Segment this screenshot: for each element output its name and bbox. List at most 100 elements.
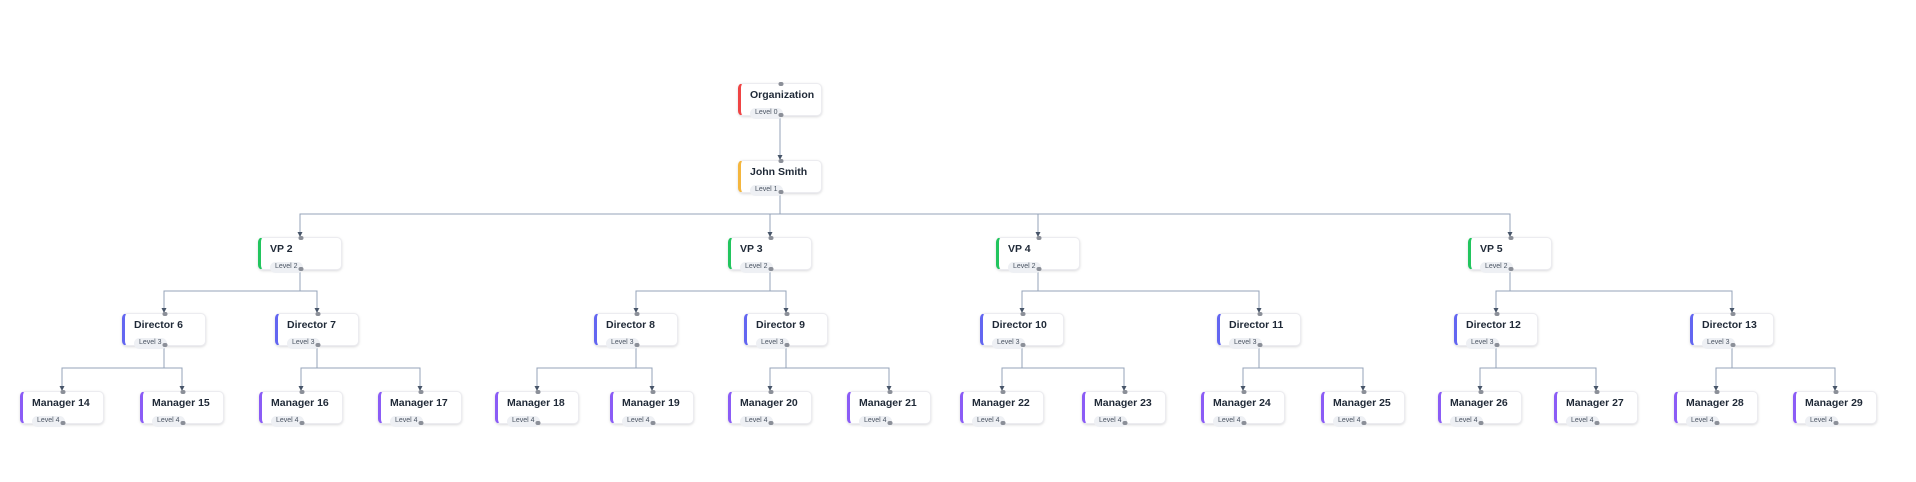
connection-handle-top-icon[interactable] bbox=[1494, 312, 1500, 316]
org-node-manager-24[interactable]: Manager 24 Level 4 bbox=[1201, 390, 1285, 428]
org-node-director-6[interactable]: Director 6 Level 3 bbox=[122, 312, 206, 350]
edge-11-24 bbox=[1242, 346, 1260, 387]
connection-handle-bottom-icon[interactable] bbox=[1241, 421, 1247, 425]
connection-handle-bottom-icon[interactable] bbox=[784, 343, 790, 347]
org-node-manager-20[interactable]: Manager 20 Level 4 bbox=[728, 390, 812, 428]
connection-handle-top-icon[interactable] bbox=[768, 390, 774, 394]
connection-handle-top-icon[interactable] bbox=[418, 390, 424, 394]
level-badge: Level 3 bbox=[1466, 338, 1499, 350]
connection-handle-top-icon[interactable] bbox=[1020, 312, 1026, 316]
connection-handle-top-icon[interactable] bbox=[1122, 390, 1128, 394]
edge-arrowhead-icon bbox=[767, 386, 773, 391]
connection-handle-bottom-icon[interactable] bbox=[634, 343, 640, 347]
connection-handle-top-icon[interactable] bbox=[60, 390, 66, 394]
org-node-director-10[interactable]: Director 10 Level 3 bbox=[980, 312, 1064, 350]
edge-12-27 bbox=[1495, 346, 1597, 387]
connection-handle-bottom-icon[interactable] bbox=[299, 421, 305, 425]
connection-handle-bottom-icon[interactable] bbox=[768, 267, 774, 271]
org-node-director-11[interactable]: Director 11 Level 3 bbox=[1217, 312, 1301, 350]
connection-handle-bottom-icon[interactable] bbox=[315, 343, 321, 347]
connection-handle-top-icon[interactable] bbox=[1241, 390, 1247, 394]
connection-handle-top-icon[interactable] bbox=[768, 236, 774, 240]
connection-handle-top-icon[interactable] bbox=[535, 390, 541, 394]
connection-handle-top-icon[interactable] bbox=[778, 159, 784, 163]
connection-handle-bottom-icon[interactable] bbox=[535, 421, 541, 425]
org-node-manager-27[interactable]: Manager 27 Level 4 bbox=[1554, 390, 1638, 428]
connection-handle-bottom-icon[interactable] bbox=[778, 113, 784, 117]
connection-handle-top-icon[interactable] bbox=[162, 312, 168, 316]
connection-handle-bottom-icon[interactable] bbox=[298, 267, 304, 271]
org-node-director-7[interactable]: Director 7 Level 3 bbox=[275, 312, 359, 350]
org-node-manager-21[interactable]: Manager 21 Level 4 bbox=[847, 390, 931, 428]
connection-handle-bottom-icon[interactable] bbox=[1257, 343, 1263, 347]
org-node-manager-29[interactable]: Manager 29 Level 4 bbox=[1793, 390, 1877, 428]
connection-handle-bottom-icon[interactable] bbox=[887, 421, 893, 425]
connection-handle-bottom-icon[interactable] bbox=[162, 343, 168, 347]
connection-handle-top-icon[interactable] bbox=[315, 312, 321, 316]
org-node-manager-14[interactable]: Manager 14 Level 4 bbox=[20, 390, 104, 428]
org-node-vp-5[interactable]: VP 5 Level 2 bbox=[1468, 236, 1552, 274]
org-node-vp-2[interactable]: VP 2 Level 2 bbox=[258, 236, 342, 274]
level-badge: Level 3 bbox=[134, 338, 167, 350]
org-node-manager-23[interactable]: Manager 23 Level 4 bbox=[1082, 390, 1166, 428]
org-node-director-9[interactable]: Director 9 Level 3 bbox=[744, 312, 828, 350]
connection-handle-top-icon[interactable] bbox=[299, 390, 305, 394]
connection-handle-bottom-icon[interactable] bbox=[1361, 421, 1367, 425]
connection-handle-bottom-icon[interactable] bbox=[1494, 343, 1500, 347]
org-node-manager-16[interactable]: Manager 16 Level 4 bbox=[259, 390, 343, 428]
node-title: VP 5 bbox=[1480, 243, 1503, 255]
connection-handle-top-icon[interactable] bbox=[298, 236, 304, 240]
connection-handle-bottom-icon[interactable] bbox=[1714, 421, 1720, 425]
org-node-manager-22[interactable]: Manager 22 Level 4 bbox=[960, 390, 1044, 428]
org-node-director-12[interactable]: Director 12 Level 3 bbox=[1454, 312, 1538, 350]
connection-handle-bottom-icon[interactable] bbox=[1020, 343, 1026, 347]
connection-handle-top-icon[interactable] bbox=[1000, 390, 1006, 394]
connection-handle-top-icon[interactable] bbox=[1478, 390, 1484, 394]
connection-handle-top-icon[interactable] bbox=[784, 312, 790, 316]
connection-handle-top-icon[interactable] bbox=[1714, 390, 1720, 394]
org-node-vp-4[interactable]: VP 4 Level 2 bbox=[996, 236, 1080, 274]
org-node-manager-19[interactable]: Manager 19 Level 4 bbox=[610, 390, 694, 428]
org-node-manager-18[interactable]: Manager 18 Level 4 bbox=[495, 390, 579, 428]
edge-arrowhead-icon bbox=[1035, 232, 1041, 237]
connection-handle-bottom-icon[interactable] bbox=[1594, 421, 1600, 425]
org-node-manager-28[interactable]: Manager 28 Level 4 bbox=[1674, 390, 1758, 428]
connection-handle-top-icon[interactable] bbox=[778, 82, 784, 86]
connection-handle-top-icon[interactable] bbox=[1257, 312, 1263, 316]
org-node-john-smith[interactable]: John Smith Level 1 bbox=[738, 159, 822, 197]
connection-handle-bottom-icon[interactable] bbox=[1833, 421, 1839, 425]
connection-handle-bottom-icon[interactable] bbox=[1036, 267, 1042, 271]
connection-handle-bottom-icon[interactable] bbox=[768, 421, 774, 425]
edge-9-20 bbox=[769, 346, 787, 387]
connection-handle-top-icon[interactable] bbox=[650, 390, 656, 394]
connection-handle-bottom-icon[interactable] bbox=[180, 421, 186, 425]
connection-handle-top-icon[interactable] bbox=[887, 390, 893, 394]
org-node-organization[interactable]: Organization Level 0 bbox=[738, 82, 822, 120]
org-node-manager-26[interactable]: Manager 26 Level 4 bbox=[1438, 390, 1522, 428]
connection-handle-top-icon[interactable] bbox=[634, 312, 640, 316]
connection-handle-bottom-icon[interactable] bbox=[1478, 421, 1484, 425]
org-node-manager-15[interactable]: Manager 15 Level 4 bbox=[140, 390, 224, 428]
connection-handle-top-icon[interactable] bbox=[1361, 390, 1367, 394]
org-node-manager-17[interactable]: Manager 17 Level 4 bbox=[378, 390, 462, 428]
org-node-director-8[interactable]: Director 8 Level 3 bbox=[594, 312, 678, 350]
connection-handle-top-icon[interactable] bbox=[1594, 390, 1600, 394]
connection-handle-bottom-icon[interactable] bbox=[418, 421, 424, 425]
connection-handle-bottom-icon[interactable] bbox=[1730, 343, 1736, 347]
connection-handle-top-icon[interactable] bbox=[1833, 390, 1839, 394]
connection-handle-bottom-icon[interactable] bbox=[1000, 421, 1006, 425]
connection-handle-bottom-icon[interactable] bbox=[1508, 267, 1514, 271]
connection-handle-bottom-icon[interactable] bbox=[778, 190, 784, 194]
connection-handle-bottom-icon[interactable] bbox=[60, 421, 66, 425]
connection-handle-top-icon[interactable] bbox=[180, 390, 186, 394]
org-node-manager-25[interactable]: Manager 25 Level 4 bbox=[1321, 390, 1405, 428]
connection-handle-top-icon[interactable] bbox=[1036, 236, 1042, 240]
connection-handle-top-icon[interactable] bbox=[1508, 236, 1514, 240]
connection-handle-bottom-icon[interactable] bbox=[650, 421, 656, 425]
connection-handle-top-icon[interactable] bbox=[1730, 312, 1736, 316]
org-node-director-13[interactable]: Director 13 Level 3 bbox=[1690, 312, 1774, 350]
connection-handle-bottom-icon[interactable] bbox=[1122, 421, 1128, 425]
edge-arrowhead-icon bbox=[59, 386, 65, 391]
org-node-vp-3[interactable]: VP 3 Level 2 bbox=[728, 236, 812, 274]
